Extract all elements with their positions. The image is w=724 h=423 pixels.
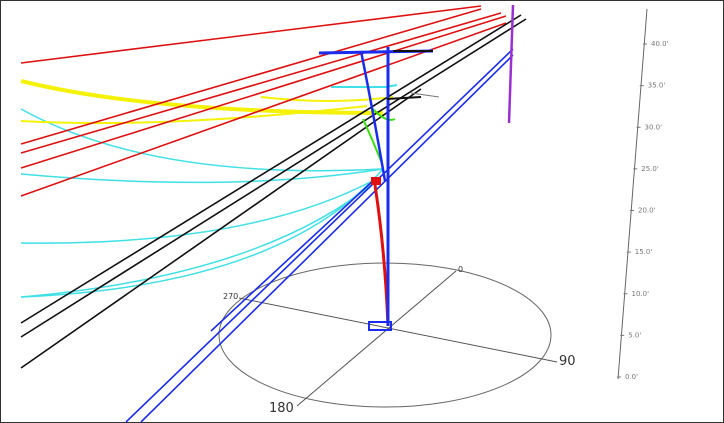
yellow-conductors <box>20 79 394 125</box>
compass-label-north: 0 <box>458 265 463 274</box>
height-tick-label: 20.0' <box>638 207 656 215</box>
black-conductor <box>20 18 527 338</box>
red-conductor <box>20 15 507 169</box>
red-conductor <box>20 22 507 197</box>
black-conductor <box>20 88 422 369</box>
pole-red-lean <box>373 184 390 327</box>
red-conductors <box>20 5 507 197</box>
green-conductors <box>362 108 396 162</box>
height-tick-label: 5.0' <box>628 331 641 339</box>
compass-label-south: 180 <box>269 401 294 416</box>
cyan-conductor <box>20 168 384 298</box>
insulator-arrow <box>410 92 440 98</box>
height-tick-label: 0.0' <box>625 373 638 381</box>
height-tick-label: 30.0' <box>645 123 663 131</box>
pole-base-marker <box>368 321 392 331</box>
far-pole-shaft <box>507 4 515 124</box>
red-attachment <box>371 177 381 185</box>
compass-rose: 0 270 90 180 <box>218 262 576 416</box>
height-tick-label: 25.0' <box>641 165 659 173</box>
height-axis-line <box>617 8 648 380</box>
red-conductor <box>20 5 482 64</box>
black-conductor <box>20 14 522 324</box>
cyan-conductor <box>20 168 384 184</box>
far-pole[interactable] <box>507 4 515 124</box>
compass-axis-north-south <box>296 270 457 407</box>
yellow-conductor <box>260 96 394 102</box>
black-conductors <box>20 14 527 369</box>
height-tick-label: 35.0' <box>648 82 666 90</box>
height-axis: 40.0' 35.0' 30.0' 25.0' 20.0' 15.0' 10.0' 5.0' 0… <box>617 8 669 381</box>
height-tick-label: 40.0' <box>651 40 669 48</box>
cyan-conductors <box>20 84 398 298</box>
yellow-conductor <box>20 105 368 125</box>
blue-conductor <box>210 178 376 332</box>
cyan-conductor <box>20 108 384 172</box>
utility-pole[interactable] <box>318 47 440 331</box>
compass-label-east: 90 <box>559 354 576 369</box>
height-tick-label: 15.0' <box>635 248 653 256</box>
blue-conductor <box>125 48 514 422</box>
compass-axis-east-west <box>238 297 558 363</box>
blue-conductors <box>125 48 514 422</box>
blue-conductor <box>140 54 514 422</box>
green-conductor <box>372 108 396 121</box>
mid-crossarm <box>386 96 422 100</box>
red-conductor <box>20 8 482 145</box>
green-conductor <box>362 118 382 162</box>
height-tick-label: 10.0' <box>632 290 650 298</box>
cyan-crossarm <box>331 84 398 88</box>
cyan-conductor <box>20 178 377 244</box>
yellow-conductor <box>20 79 384 115</box>
red-conductor <box>20 12 502 154</box>
cyan-conductor <box>20 180 377 298</box>
compass-label-west: 270 <box>223 292 238 301</box>
pole-blue-brace <box>359 50 387 182</box>
